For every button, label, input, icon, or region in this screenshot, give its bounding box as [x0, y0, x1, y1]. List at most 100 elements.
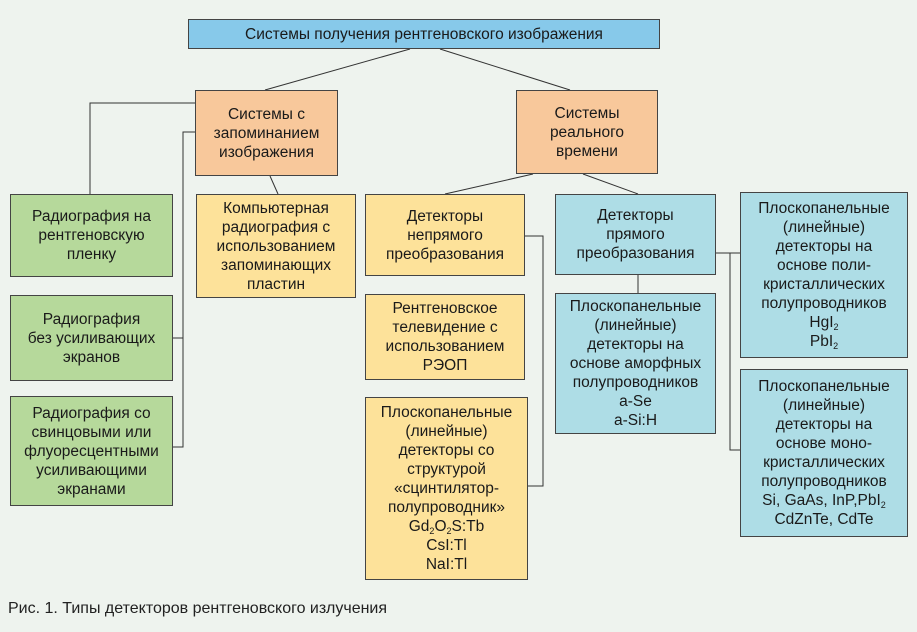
connector-storage-computed: [269, 175, 279, 195]
realtime-systems-line: реального: [549, 123, 625, 141]
scintillator-panels-box: Плоскопанельные (линейные) детекторы со …: [365, 397, 528, 580]
polycrystal-panels-line: Плоскопанельные: [758, 200, 890, 217]
xray-television-line: РЭОП: [422, 357, 468, 374]
xray-television-box: Рентгеновское телевидение с использовани…: [365, 294, 525, 380]
connector-storage-bracket: [173, 131, 195, 448]
monocrystal-panels-line: полупроводников: [761, 473, 887, 490]
film-radiography-line: пленку: [66, 246, 117, 263]
monocrystal-panels-line: кристаллических: [763, 454, 885, 471]
xray-television-line: телевидение с: [392, 319, 498, 336]
polycrystal-panels-line: полупроводников: [761, 295, 887, 312]
scintillator-panels-line: структурой: [407, 461, 486, 478]
storage-systems-line: Системы с: [227, 105, 305, 123]
no-screen-radiography-line: Радиография: [42, 310, 141, 328]
storage-systems-line: изображения: [219, 143, 314, 161]
scintillator-panels-line: «сцинтилятор-: [394, 480, 499, 497]
amorphous-panels-line: Плоскопанельные: [569, 298, 702, 315]
formula-part: Si, GaAs, InP,PbI: [762, 492, 881, 509]
indirect-detectors-line: преобразования: [385, 245, 505, 263]
connector-title-storage: [264, 48, 411, 91]
film-radiography-box: Радиография на рентгеновскую пленку: [10, 194, 173, 277]
formula-part: Gd: [408, 518, 430, 535]
polycrystal-panels-line: детекторы на: [775, 238, 873, 255]
polycrystal-panels-line: кристаллических: [763, 276, 885, 293]
amorphous-panels-line: a-Si:H: [613, 412, 658, 429]
connector-title-realtime: [439, 48, 571, 91]
direct-detectors-line: преобразования: [576, 245, 695, 262]
amorphous-panels-line: детекторы на: [587, 336, 684, 353]
monocrystal-panels-line: основе моно-: [775, 435, 873, 452]
indirect-detectors-line: непрямого: [407, 226, 483, 244]
monocrystal-panels-line: Плоскопанельные: [758, 378, 890, 395]
screen-radiography-line: свинцовыми или: [31, 423, 152, 441]
amorphous-panels-box: Плоскопанельные (линейные) детекторы на …: [555, 293, 716, 434]
formula-subscript: 2: [833, 341, 839, 351]
direct-detectors-line: прямого: [606, 226, 665, 243]
formula-part: HgI: [809, 314, 834, 331]
computed-radiography-line: радиография с: [221, 218, 331, 236]
monocrystal-compounds: Si, GaAs, InP,PbI2: [762, 491, 886, 510]
connector-realtime-direct: [582, 173, 639, 195]
formula-subscript: 2: [880, 500, 886, 510]
formula-subscript: 2: [446, 526, 452, 536]
connector-storage-film: [89, 102, 195, 194]
monocrystal-panels-box: Плоскопанельные (линейные) детекторы на …: [740, 369, 908, 537]
monocrystal-panels-line: детекторы на: [775, 416, 873, 433]
computed-radiography-line: использованием: [216, 237, 336, 255]
polycrystal-panels-line: (линейные): [782, 219, 866, 236]
computed-radiography-line: пластин: [246, 275, 306, 293]
connector-realtime-indirect: [444, 173, 534, 195]
scintillator-panels-line: детекторы со: [398, 442, 495, 459]
realtime-systems-box: Системы реального времени: [516, 90, 658, 174]
scintillator-panels-line: NaI:Tl: [425, 556, 468, 573]
title-box: Системы получения рентгеновского изображ…: [188, 19, 660, 49]
no-screen-radiography-line: без усиливающих: [27, 329, 156, 347]
screen-radiography-line: Радиография со: [32, 404, 151, 422]
xray-television-line: Рентгеновское: [392, 300, 498, 317]
formula-part: S:Tb: [451, 518, 485, 535]
no-screen-radiography-line: экранов: [62, 348, 121, 366]
storage-systems-box: Системы с запоминанием изображения: [195, 90, 338, 176]
storage-systems-line: запоминанием: [213, 124, 320, 142]
monocrystal-panels-line: CdZnTe, CdTe: [774, 511, 874, 528]
polycrystal-pbi: PbI2: [810, 332, 838, 351]
screen-radiography-line: экранами: [57, 480, 126, 498]
film-radiography-line: рентгеновскую: [38, 227, 145, 244]
film-radiography-line: Радиография на: [32, 208, 151, 225]
computed-radiography-box: Компьютерная радиография с использование…: [196, 194, 356, 298]
no-screen-radiography-box: Радиография без усиливающих экранов: [10, 295, 173, 381]
direct-detectors-line: Детекторы: [597, 207, 674, 224]
polycrystal-panels-box: Плоскопанельные (линейные) детекторы на …: [740, 192, 908, 358]
screen-radiography-line: усиливающими: [36, 461, 147, 479]
realtime-systems-line: времени: [556, 142, 618, 160]
screen-radiography-line: флуоресцентными: [24, 442, 159, 460]
formula-subscript: 2: [429, 526, 435, 536]
polycrystal-panels-line: основе поли-: [776, 257, 872, 274]
indirect-detectors-box: Детекторы непрямого преобразования: [365, 194, 525, 276]
connector-indirect-bracket: [525, 235, 544, 487]
scintillator-panels-line: полупроводник»: [387, 499, 506, 516]
amorphous-panels-line: (линейные): [594, 317, 677, 334]
monocrystal-panels-line: (линейные): [782, 397, 866, 414]
formula-part: PbI: [809, 333, 834, 350]
indirect-detectors-line: Детекторы: [406, 207, 484, 225]
formula-subscript: 2: [833, 322, 839, 332]
realtime-systems-line: Системы: [554, 104, 620, 122]
scintillator-panels-line: CsI:Tl: [426, 537, 467, 554]
title-text: Системы получения рентгеновского изображ…: [245, 25, 603, 43]
formula-part: O: [434, 518, 447, 535]
connector-direct-bracket: [716, 252, 740, 451]
amorphous-panels-line: основе аморфных: [569, 355, 702, 372]
polycrystal-hgi: HgI2: [809, 313, 838, 332]
figure-caption: Рис. 1. Типы детекторов рентгеновского и…: [8, 600, 388, 617]
computed-radiography-line: запоминающих: [220, 256, 332, 274]
scintillator-formula: Gd2O2S:Tb: [409, 517, 485, 536]
direct-detectors-box: Детекторы прямого преобразования: [555, 194, 716, 275]
xray-television-line: использованием: [385, 338, 505, 355]
amorphous-panels-line: a-Se: [619, 393, 652, 410]
scintillator-panels-line: Плоскопанельные: [380, 404, 513, 421]
amorphous-panels-line: полупроводников: [572, 374, 699, 391]
computed-radiography-line: Компьютерная: [223, 199, 329, 217]
